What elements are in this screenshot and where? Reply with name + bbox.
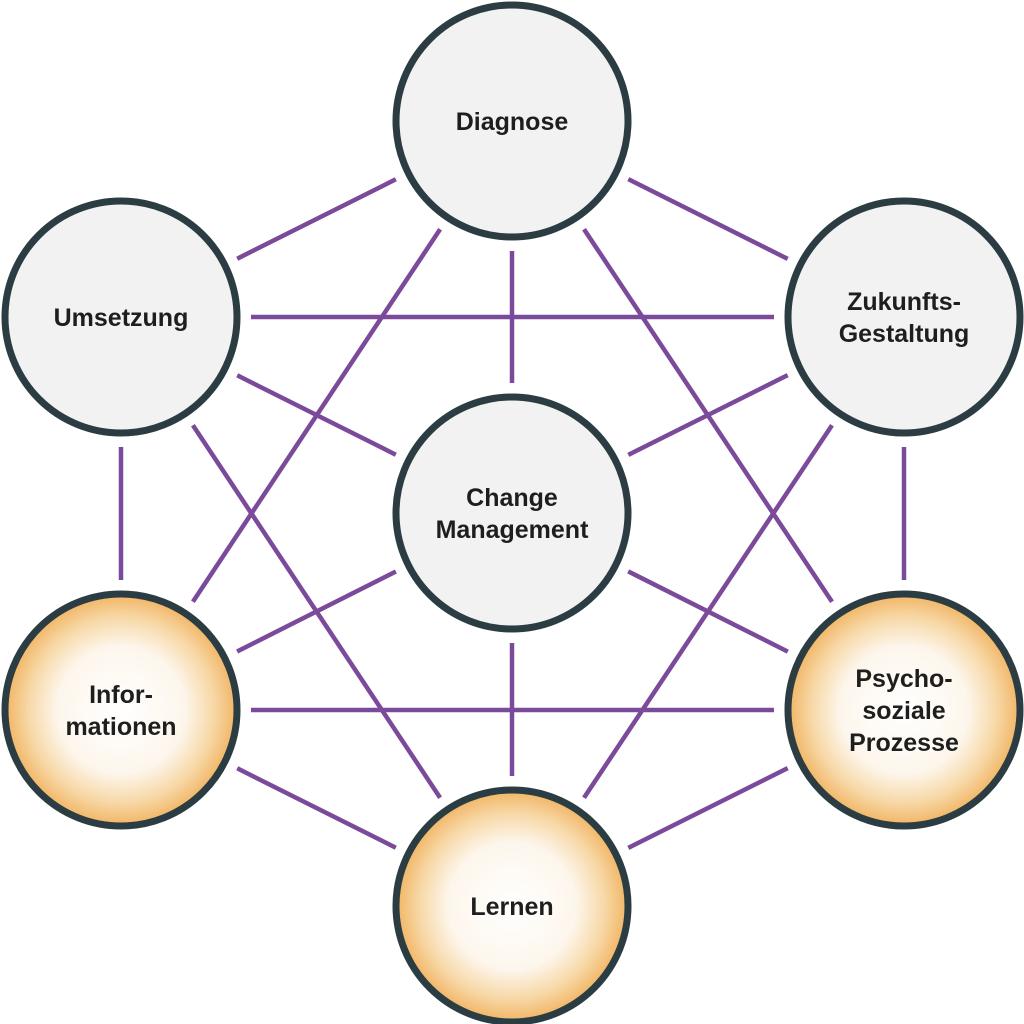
node-label-lernen-0: Lernen: [470, 893, 553, 921]
node-label-change-management-0: Change: [466, 484, 558, 512]
connector-lines: [118, 177, 907, 850]
node-label-psychosoziale-prozesse-0: Psycho-: [855, 665, 952, 693]
node-circle-informationen: [1, 590, 241, 830]
node-circle-change-management: [392, 393, 632, 633]
node-label-informationen-0: Infor-: [89, 681, 153, 709]
node-circle-psychosoziale-prozesse: [784, 590, 1024, 830]
node-circle-lernen: [392, 786, 632, 1024]
edge-diagnose-zukunftsgestaltung: [627, 177, 789, 261]
node-lernen: Lernen: [392, 786, 632, 1024]
node-informationen: Infor-mationen: [1, 590, 241, 830]
node-circle-umsetzung: [1, 197, 241, 437]
node-label-change-management-1: Management: [436, 516, 589, 544]
edge-psychosoziale-prozesse-lernen: [627, 766, 789, 850]
node-label-psychosoziale-prozesse-2: Prozesse: [849, 729, 959, 757]
node-umsetzung: Umsetzung: [1, 197, 241, 437]
edge-zukunftsgestaltung-change-management: [627, 373, 789, 457]
edge-psychosoziale-prozesse-change-management: [627, 569, 789, 654]
node-circle-diagnose: [392, 1, 632, 241]
edge-umsetzung-change-management: [236, 373, 397, 457]
node-label-zukunftsgestaltung-0: Zukunfts-: [847, 288, 961, 316]
node-diagnose: Diagnose: [392, 1, 632, 241]
node-zukunftsgestaltung: Zukunfts- Gestaltung: [784, 197, 1024, 437]
node-label-umsetzung-0: Umsetzung: [54, 304, 189, 332]
node-circle-zukunftsgestaltung: [784, 197, 1024, 437]
node-label-diagnose-0: Diagnose: [456, 108, 569, 136]
edge-diagnose-umsetzung: [236, 177, 397, 261]
node-label-zukunftsgestaltung-1: Gestaltung: [839, 320, 970, 348]
node-label-informationen-1: mationen: [65, 713, 176, 741]
edge-informationen-change-management: [236, 569, 397, 654]
node-label-psychosoziale-prozesse-1: soziale: [862, 697, 945, 725]
edge-lernen-informationen: [236, 766, 397, 850]
